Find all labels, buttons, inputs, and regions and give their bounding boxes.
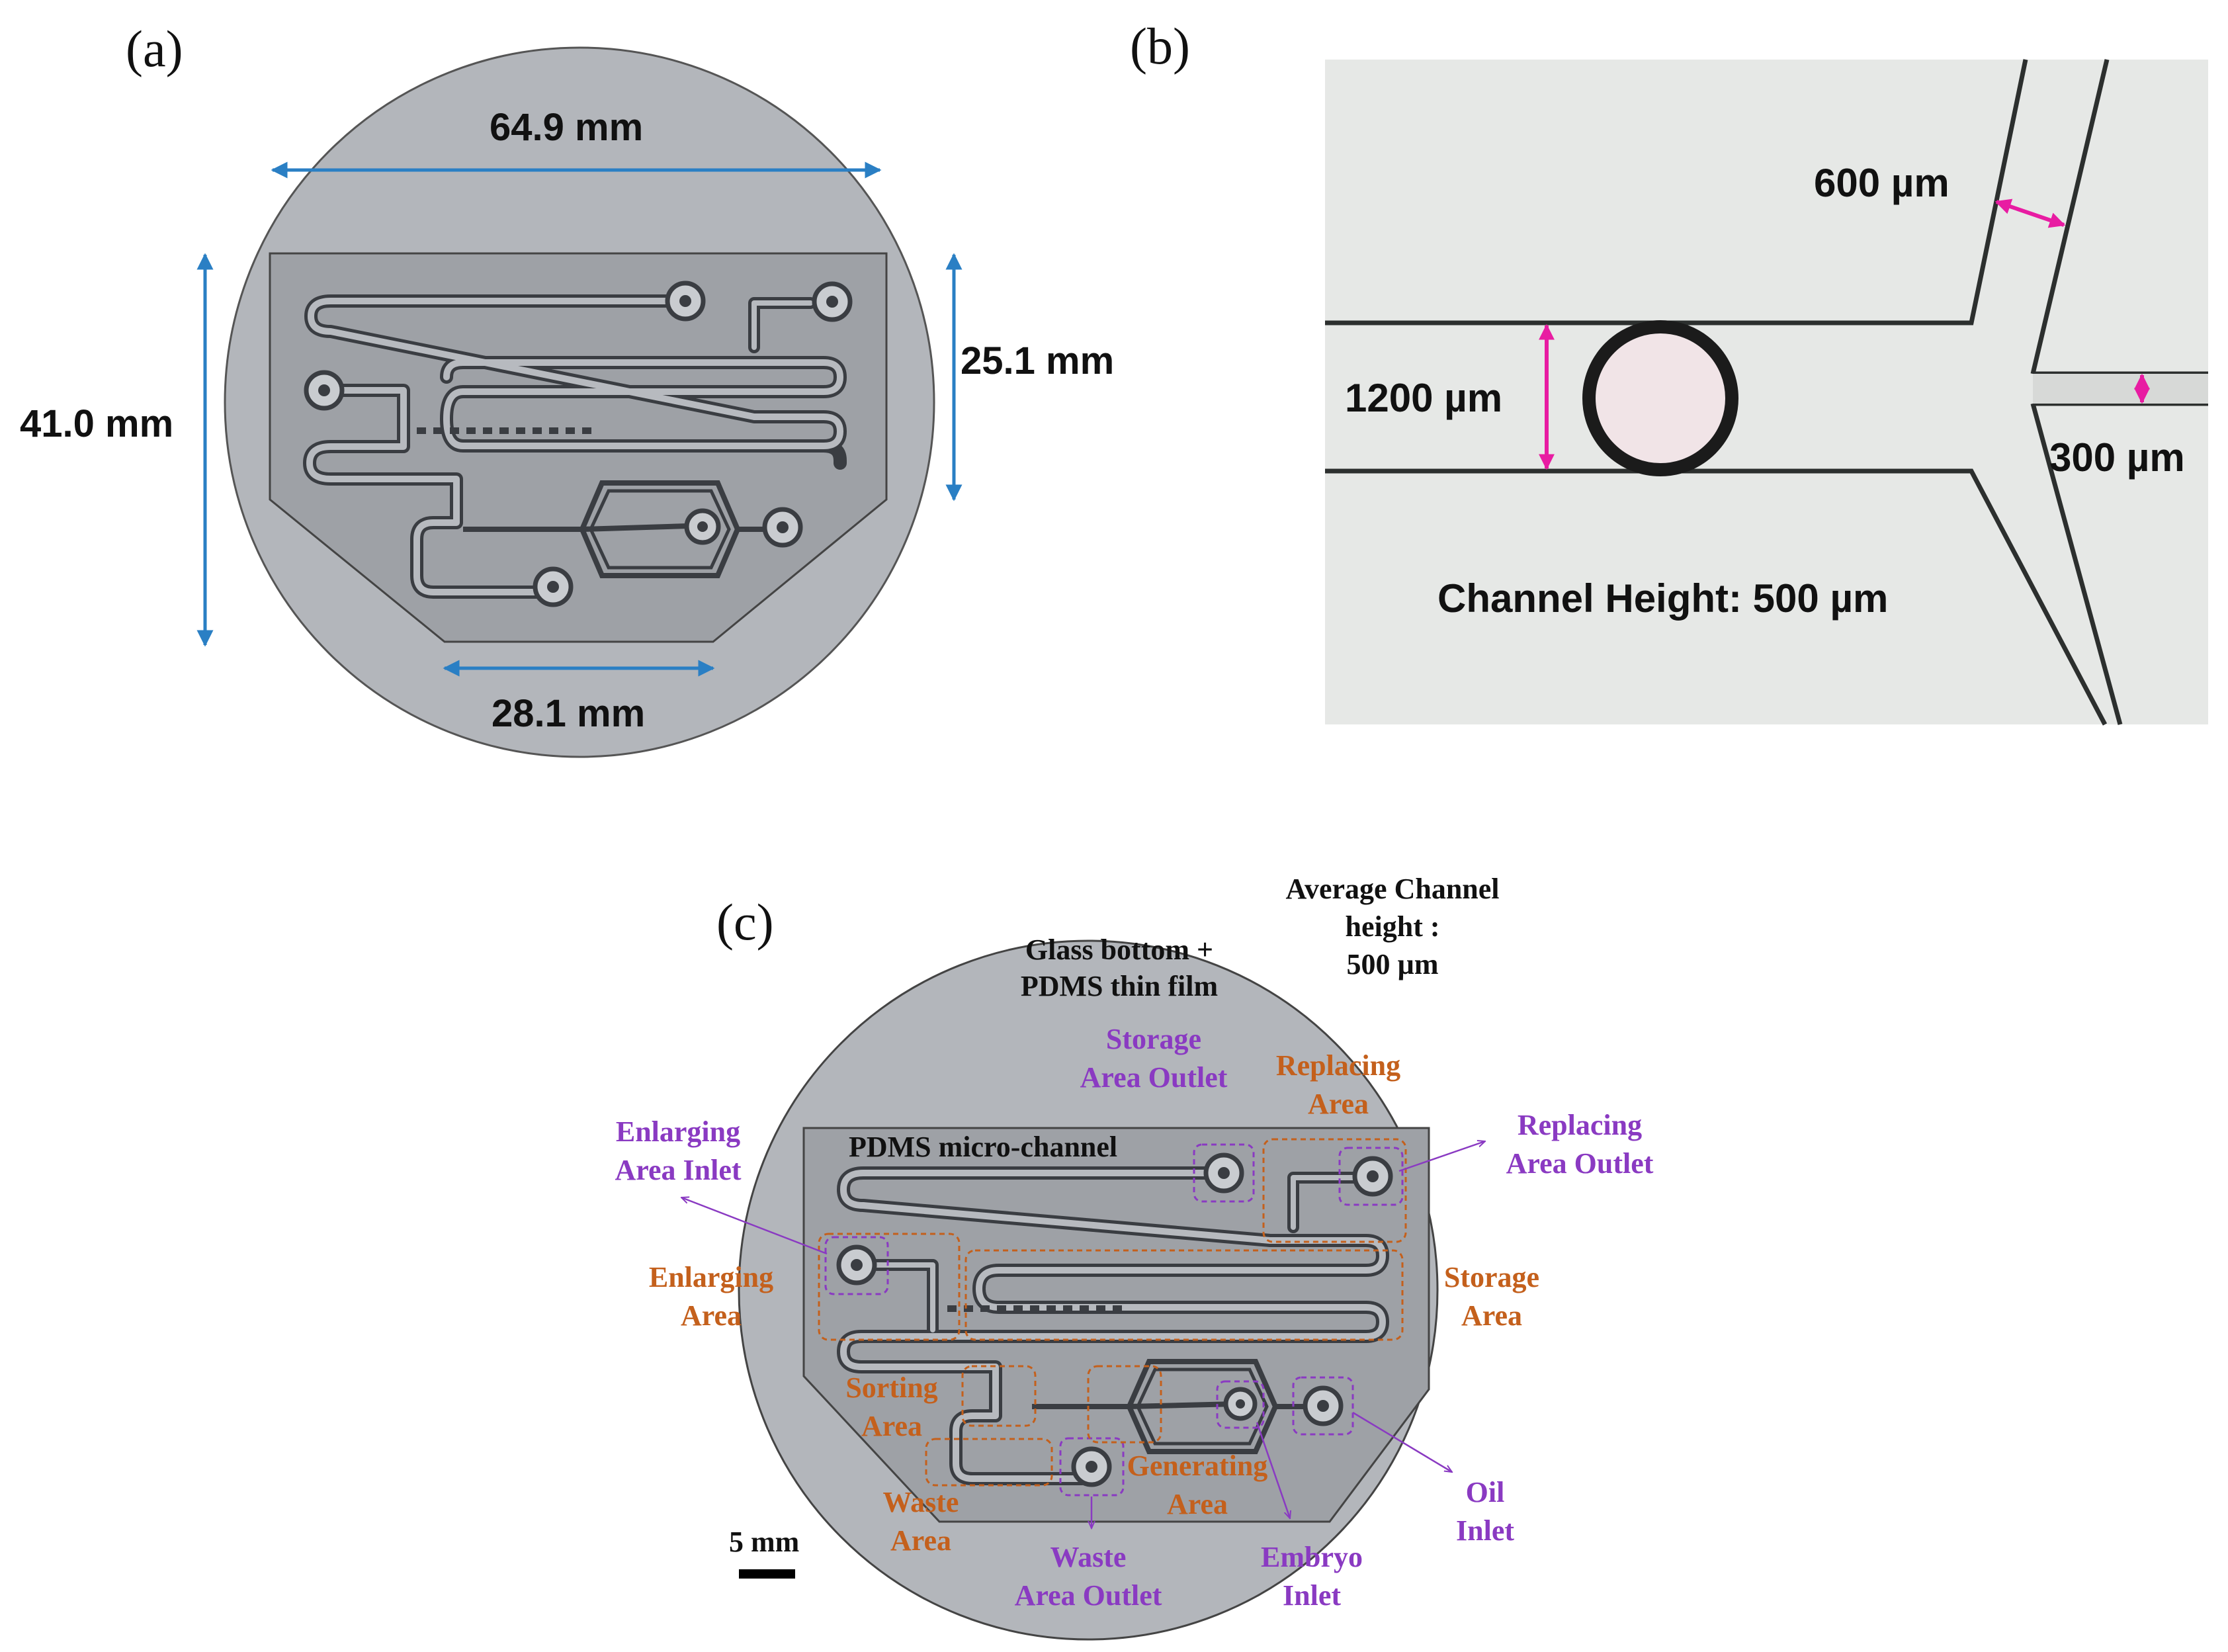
label-embryo-inlet-line1: Embryo: [1261, 1541, 1363, 1573]
label-storage-area-line1: Storage: [1444, 1261, 1539, 1293]
label-embryo-inlet-line2: Inlet: [1283, 1579, 1341, 1612]
leader-arrows: [681, 1141, 1485, 1528]
label-generating-area-line1: Generating: [1127, 1450, 1268, 1482]
area-highlight-boxes: [818, 1138, 1407, 1487]
label-storage-outlet-line2: Area Outlet: [1080, 1061, 1228, 1094]
label-oil-inlet-line2: Inlet: [1456, 1514, 1514, 1547]
dim-main-channel: 1200 µm: [1345, 376, 1502, 420]
label-enlarging-area-line1: Enlarging: [649, 1261, 773, 1293]
label-storage-outlet-line1: Storage: [1106, 1023, 1201, 1055]
panel-a-device: 64.9 mm 41.0 mm 25.1 mm 28.1 mm: [20, 46, 1114, 758]
label-waste-area-line2: Area: [890, 1524, 951, 1557]
label-oil-inlet-line1: Oil: [1466, 1476, 1505, 1508]
channel-height-caption: Channel Height: 500 µm: [1437, 576, 1888, 621]
label-enlarging-inlet-line2: Area Inlet: [615, 1154, 741, 1186]
label-replacing-outlet-line2: Area Outlet: [1506, 1147, 1654, 1180]
label-sorting-area-line2: Area: [861, 1410, 922, 1442]
label-waste-area-line1: Waste: [883, 1486, 959, 1518]
panel-c-sorting-pillars: [947, 1305, 1122, 1312]
panel-a-channel-cores: [306, 298, 843, 595]
label-replacing-area-line1: Replacing: [1276, 1049, 1400, 1082]
droplet: [1582, 320, 1738, 476]
note-average-line3: 500 µm: [1346, 948, 1438, 980]
label-generating-area-line2: Area: [1167, 1488, 1228, 1520]
panel-b-label: (b): [1130, 17, 1190, 75]
panel-a-sorting-pillars: [417, 427, 591, 434]
dim-side-channel: 600 µm: [1814, 161, 1950, 205]
note-pdms-microchannel: PDMS micro-channel: [849, 1131, 1117, 1163]
dim-narrow-channel: 300 µm: [2049, 435, 2185, 480]
scale-bar: [739, 1569, 795, 1579]
panel-c-channel-cores: [840, 1170, 1386, 1482]
note-glass-line2: PDMS thin film: [1021, 970, 1218, 1002]
dim-bottom-width: 28.1 mm: [492, 692, 645, 735]
label-replacing-area-line2: Area: [1308, 1088, 1369, 1120]
note-average-line2: height :: [1346, 910, 1440, 943]
note-glass-line1: Glass bottom +: [1025, 934, 1213, 966]
dim-left-height: 41.0 mm: [20, 402, 173, 445]
label-waste-outlet-line2: Area Outlet: [1015, 1579, 1162, 1612]
panel-a-label: (a): [126, 20, 183, 77]
label-storage-area-line2: Area: [1461, 1299, 1522, 1332]
label-replacing-outlet-line1: Replacing: [1518, 1109, 1642, 1141]
label-sorting-area-line1: Sorting: [845, 1371, 937, 1404]
micrograph-dimension-arrows: [1539, 198, 2150, 470]
panel-a-dimension-arrows: [196, 161, 963, 677]
panel-c-device: Glass bottom + PDMS thin film Average Ch…: [615, 873, 1654, 1641]
label-enlarging-inlet-line1: Enlarging: [616, 1115, 740, 1148]
label-enlarging-area-line2: Area: [681, 1299, 742, 1332]
dim-right-height: 25.1 mm: [961, 339, 1114, 382]
note-average-line1: Average Channel: [1285, 873, 1499, 905]
label-waste-outlet-line1: Waste: [1050, 1541, 1127, 1573]
panel-b-micrograph: 1200 µm 600 µm 300 µm Channel Height: 50…: [1325, 59, 2208, 726]
panel-c-chip: [802, 1127, 1430, 1523]
scale-bar-label: 5 mm: [729, 1526, 799, 1558]
panel-c-label: (c): [716, 893, 774, 951]
dim-top-width: 64.9 mm: [490, 106, 643, 149]
port-highlight-boxes: [824, 1143, 1404, 1497]
